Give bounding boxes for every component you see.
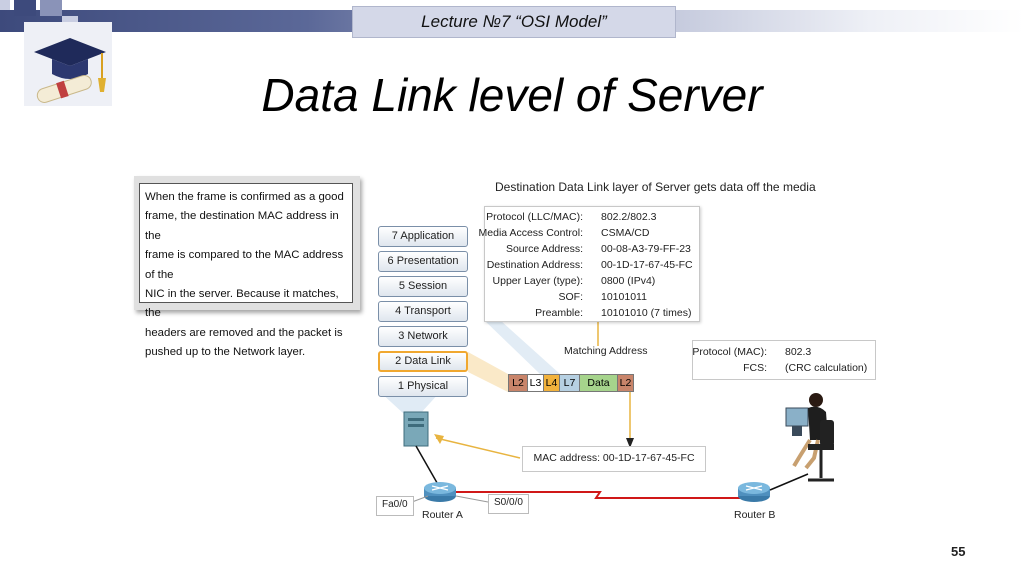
decor-square <box>0 0 10 10</box>
server-cable <box>415 445 441 489</box>
explanation-line: frame, the destination MAC address in th… <box>145 210 339 242</box>
frame-segments: L2 L3 L4 L7 Data L2 <box>508 374 634 392</box>
frame-segment-l4: L4 <box>544 374 560 392</box>
interface-fa0-label: Fa0/0 <box>376 496 414 516</box>
server-pointer <box>435 437 521 459</box>
interface-s0-label: S0/0/0 <box>488 494 529 514</box>
osi-layer-physical: 1 Physical <box>378 376 468 397</box>
router-a-label: Router A <box>422 509 463 521</box>
arrow-head-icon <box>626 438 634 448</box>
matching-address-label: Matching Address <box>564 345 648 357</box>
page-number: 55 <box>951 544 966 559</box>
frame-segment-l7: L7 <box>560 374 580 392</box>
server-icon <box>403 411 429 447</box>
serial-link <box>456 491 740 499</box>
client-cable <box>769 473 809 491</box>
router-b-label: Router B <box>734 509 776 521</box>
router-b-icon <box>738 482 770 502</box>
frame-segment-l3: L3 <box>528 374 544 392</box>
graduation-logo-icon <box>24 22 112 106</box>
osi-layer-data-link: 2 Data Link <box>378 351 468 372</box>
osi-layer-session: 5 Session <box>378 276 468 297</box>
frame-segment-l2-trailer: L2 <box>618 374 634 392</box>
explanation-line: pushed up to the Network layer. <box>145 346 306 359</box>
user-at-computer-icon <box>785 393 834 482</box>
frame-segment-data: Data <box>580 374 618 392</box>
explanation-line: headers are removed and the packet is <box>145 326 343 339</box>
frame-trailer-fields: Protocol (MAC):802.3 FCS:(CRC calculatio… <box>692 340 876 380</box>
fa-pointer <box>411 495 429 503</box>
frame-segment-l2-header: L2 <box>508 374 528 392</box>
osi-layer-presentation: 6 Presentation <box>378 251 468 272</box>
osi-layer-transport: 4 Transport <box>378 301 468 322</box>
slide-title: Data Link level of Server <box>261 69 763 121</box>
frame-header-fields: Protocol (LLC/MAC):802.2/802.3 Media Acc… <box>479 206 700 322</box>
explanation-callout: When the frame is confirmed as a good fr… <box>134 176 360 358</box>
explanation-line: When the frame is confirmed as a good <box>145 191 344 203</box>
osi-layer-network: 3 Network <box>378 326 468 347</box>
arrow-head-icon <box>434 434 444 444</box>
explanation-line: frame is compared to the MAC address of … <box>145 249 344 281</box>
decor-square <box>40 0 62 16</box>
osi-layer-application: 7 Application <box>378 226 468 247</box>
lecture-label: Lecture №7 “OSI Model” <box>352 6 676 38</box>
osi-layer-stack: 7 Application 6 Presentation 5 Session 4… <box>378 226 468 401</box>
s0-pointer <box>455 495 489 503</box>
address-beam <box>484 320 560 374</box>
mac-address-label: MAC address: 00-1D-17-67-45-FC <box>522 446 706 472</box>
decor-square <box>14 0 36 16</box>
explanation-text: When the frame is confirmed as a good fr… <box>139 183 353 358</box>
diagram-caption: Destination Data Link layer of Server ge… <box>495 180 816 194</box>
server-beam <box>380 392 440 414</box>
router-a-icon <box>424 482 456 502</box>
frame-highlight <box>468 352 508 392</box>
explanation-line: NIC in the server. Because it matches, t… <box>145 288 339 320</box>
